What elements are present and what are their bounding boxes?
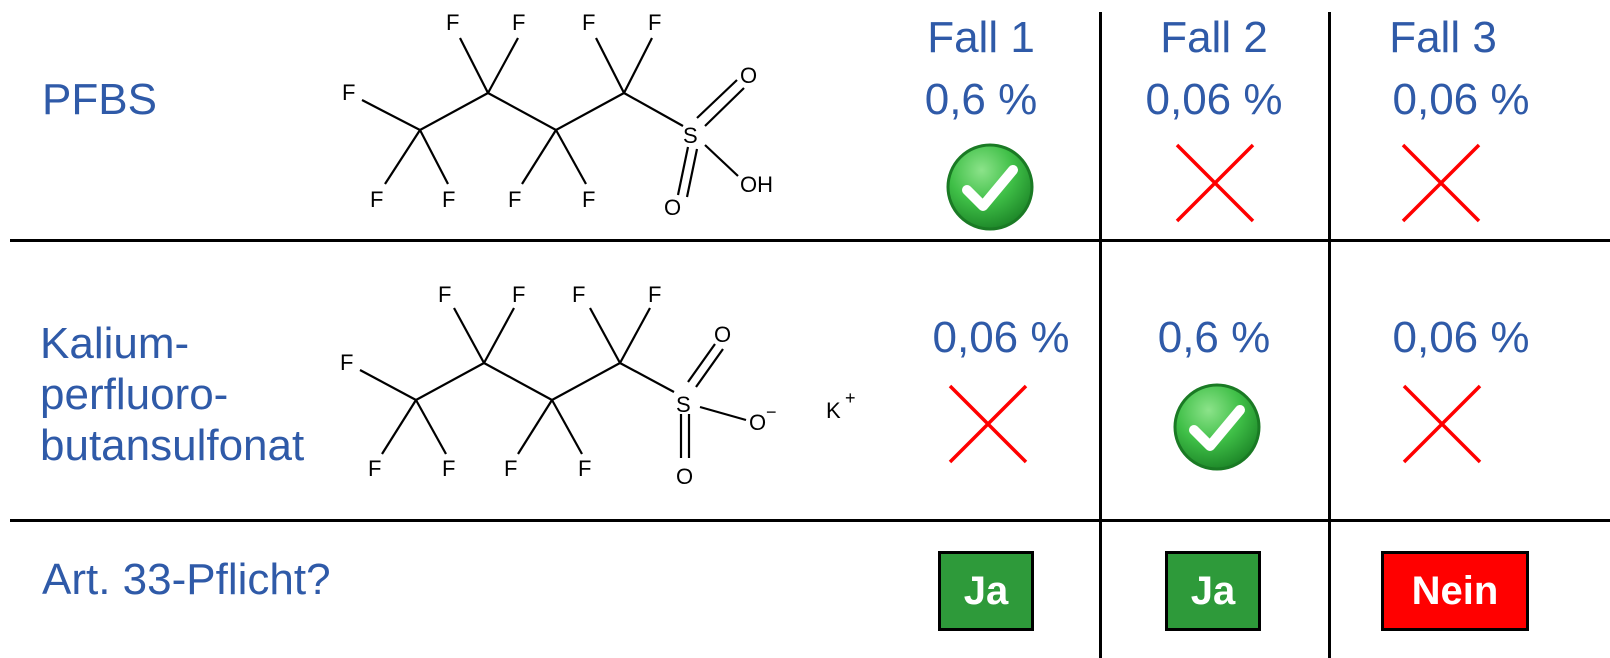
sulfur-atom-label: S xyxy=(676,392,691,417)
case-3-row1-value: 0,06 % xyxy=(1392,75,1530,124)
case-2-row2-value: 0,6 % xyxy=(1157,313,1271,362)
hydroxyl-group-label: OH xyxy=(740,172,773,197)
check-icon xyxy=(946,143,1034,231)
column-divider-2 xyxy=(1328,12,1331,658)
fluorine-atom-label: F xyxy=(508,187,521,212)
fluorine-atom-label: F xyxy=(446,10,459,35)
case-1-title: Fall 1 xyxy=(927,13,1035,62)
row-divider-1 xyxy=(10,239,1610,242)
fluorine-atom-label: F xyxy=(368,456,381,481)
oxygen-atom-label: O xyxy=(740,63,757,88)
row-label-pfbs: PFBS xyxy=(42,75,157,124)
case-3-title: Fall 3 xyxy=(1389,13,1497,62)
case-1-row1-value: 0,6 % xyxy=(924,75,1038,124)
row-label-potassium-salt: Kalium- perfluoro- butansulfonat xyxy=(40,318,304,471)
cross-icon xyxy=(1401,143,1481,223)
fluorine-atom-label: F xyxy=(504,456,517,481)
case-3-badge: Nein xyxy=(1381,551,1529,631)
positive-charge-label: + xyxy=(845,388,856,408)
pfbs-structure: F F F F F F F F F S O O OH xyxy=(342,10,773,220)
row-label-art33: Art. 33-Pflicht? xyxy=(42,555,331,604)
fluorine-atom-label: F xyxy=(648,282,661,307)
potassium-pfbs-structure: F F F F F F F F F S O O O − K + xyxy=(340,282,856,489)
cross-icon xyxy=(948,384,1028,464)
column-divider-1 xyxy=(1099,12,1102,658)
case-2-badge: Ja xyxy=(1165,551,1261,631)
fluorine-atom-label: F xyxy=(578,456,591,481)
case-1-row2-value: 0,06 % xyxy=(932,313,1070,362)
fluorine-atom-label: F xyxy=(512,282,525,307)
check-icon xyxy=(1173,383,1261,471)
case-2-title: Fall 2 xyxy=(1160,13,1268,62)
oxygen-atom-label: O xyxy=(664,195,681,220)
fluorine-atom-label: F xyxy=(342,80,355,105)
fluorine-atom-label: F xyxy=(442,456,455,481)
fluorine-atom-label: F xyxy=(648,10,661,35)
fluorine-atom-label: F xyxy=(582,187,595,212)
oxygen-atom-label: O xyxy=(676,464,693,489)
fluorine-atom-label: F xyxy=(442,187,455,212)
fluorine-atom-label: F xyxy=(572,282,585,307)
fluorine-atom-label: F xyxy=(438,282,451,307)
cross-icon xyxy=(1402,384,1482,464)
oxygen-atom-label: O xyxy=(714,322,731,347)
sulfur-atom-label: S xyxy=(683,123,698,148)
case-1-badge: Ja xyxy=(938,551,1034,631)
case-3-row2-value: 0,06 % xyxy=(1392,313,1530,362)
fluorine-atom-label: F xyxy=(340,350,353,375)
negative-charge-label: − xyxy=(766,402,777,422)
row-label-line-2: perfluoro- xyxy=(40,370,229,419)
row-label-line-1: Kalium- xyxy=(40,319,190,368)
row-divider-2 xyxy=(10,519,1610,522)
potassium-atom-label: K xyxy=(826,398,841,423)
row-label-line-3: butansulfonat xyxy=(40,421,305,470)
fluorine-atom-label: F xyxy=(370,187,383,212)
case-2-row1-value: 0,06 % xyxy=(1145,75,1283,124)
cross-icon xyxy=(1175,143,1255,223)
oxygen-anion-label: O xyxy=(749,410,766,435)
fluorine-atom-label: F xyxy=(582,10,595,35)
fluorine-atom-label: F xyxy=(512,10,525,35)
